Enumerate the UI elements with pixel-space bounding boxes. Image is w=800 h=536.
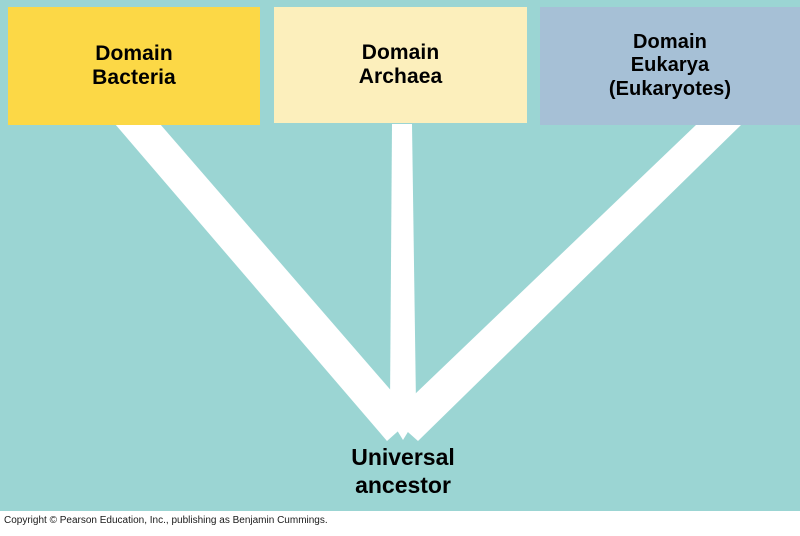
copyright-notice: Copyright © Pearson Education, Inc., pub… xyxy=(4,515,328,526)
domain-label-bacteria: Domain Bacteria xyxy=(92,41,176,89)
domain-label-archaea: Domain Archaea xyxy=(358,40,443,88)
domain-box-bacteria[interactable]: Domain Bacteria xyxy=(8,7,260,125)
universal-ancestor-label: Universal ancestor xyxy=(351,444,455,498)
branch-eukarya xyxy=(391,124,742,441)
branch-convergence-node xyxy=(376,396,430,440)
domain-label-eukarya: Domain Eukarya (Eukaryotes) xyxy=(608,31,732,100)
branch-bacteria xyxy=(115,124,414,441)
domain-box-eukarya[interactable]: Domain Eukarya (Eukaryotes) xyxy=(540,7,800,125)
domain-box-archaea[interactable]: Domain Archaea xyxy=(274,7,527,123)
branch-archaea xyxy=(390,124,416,404)
